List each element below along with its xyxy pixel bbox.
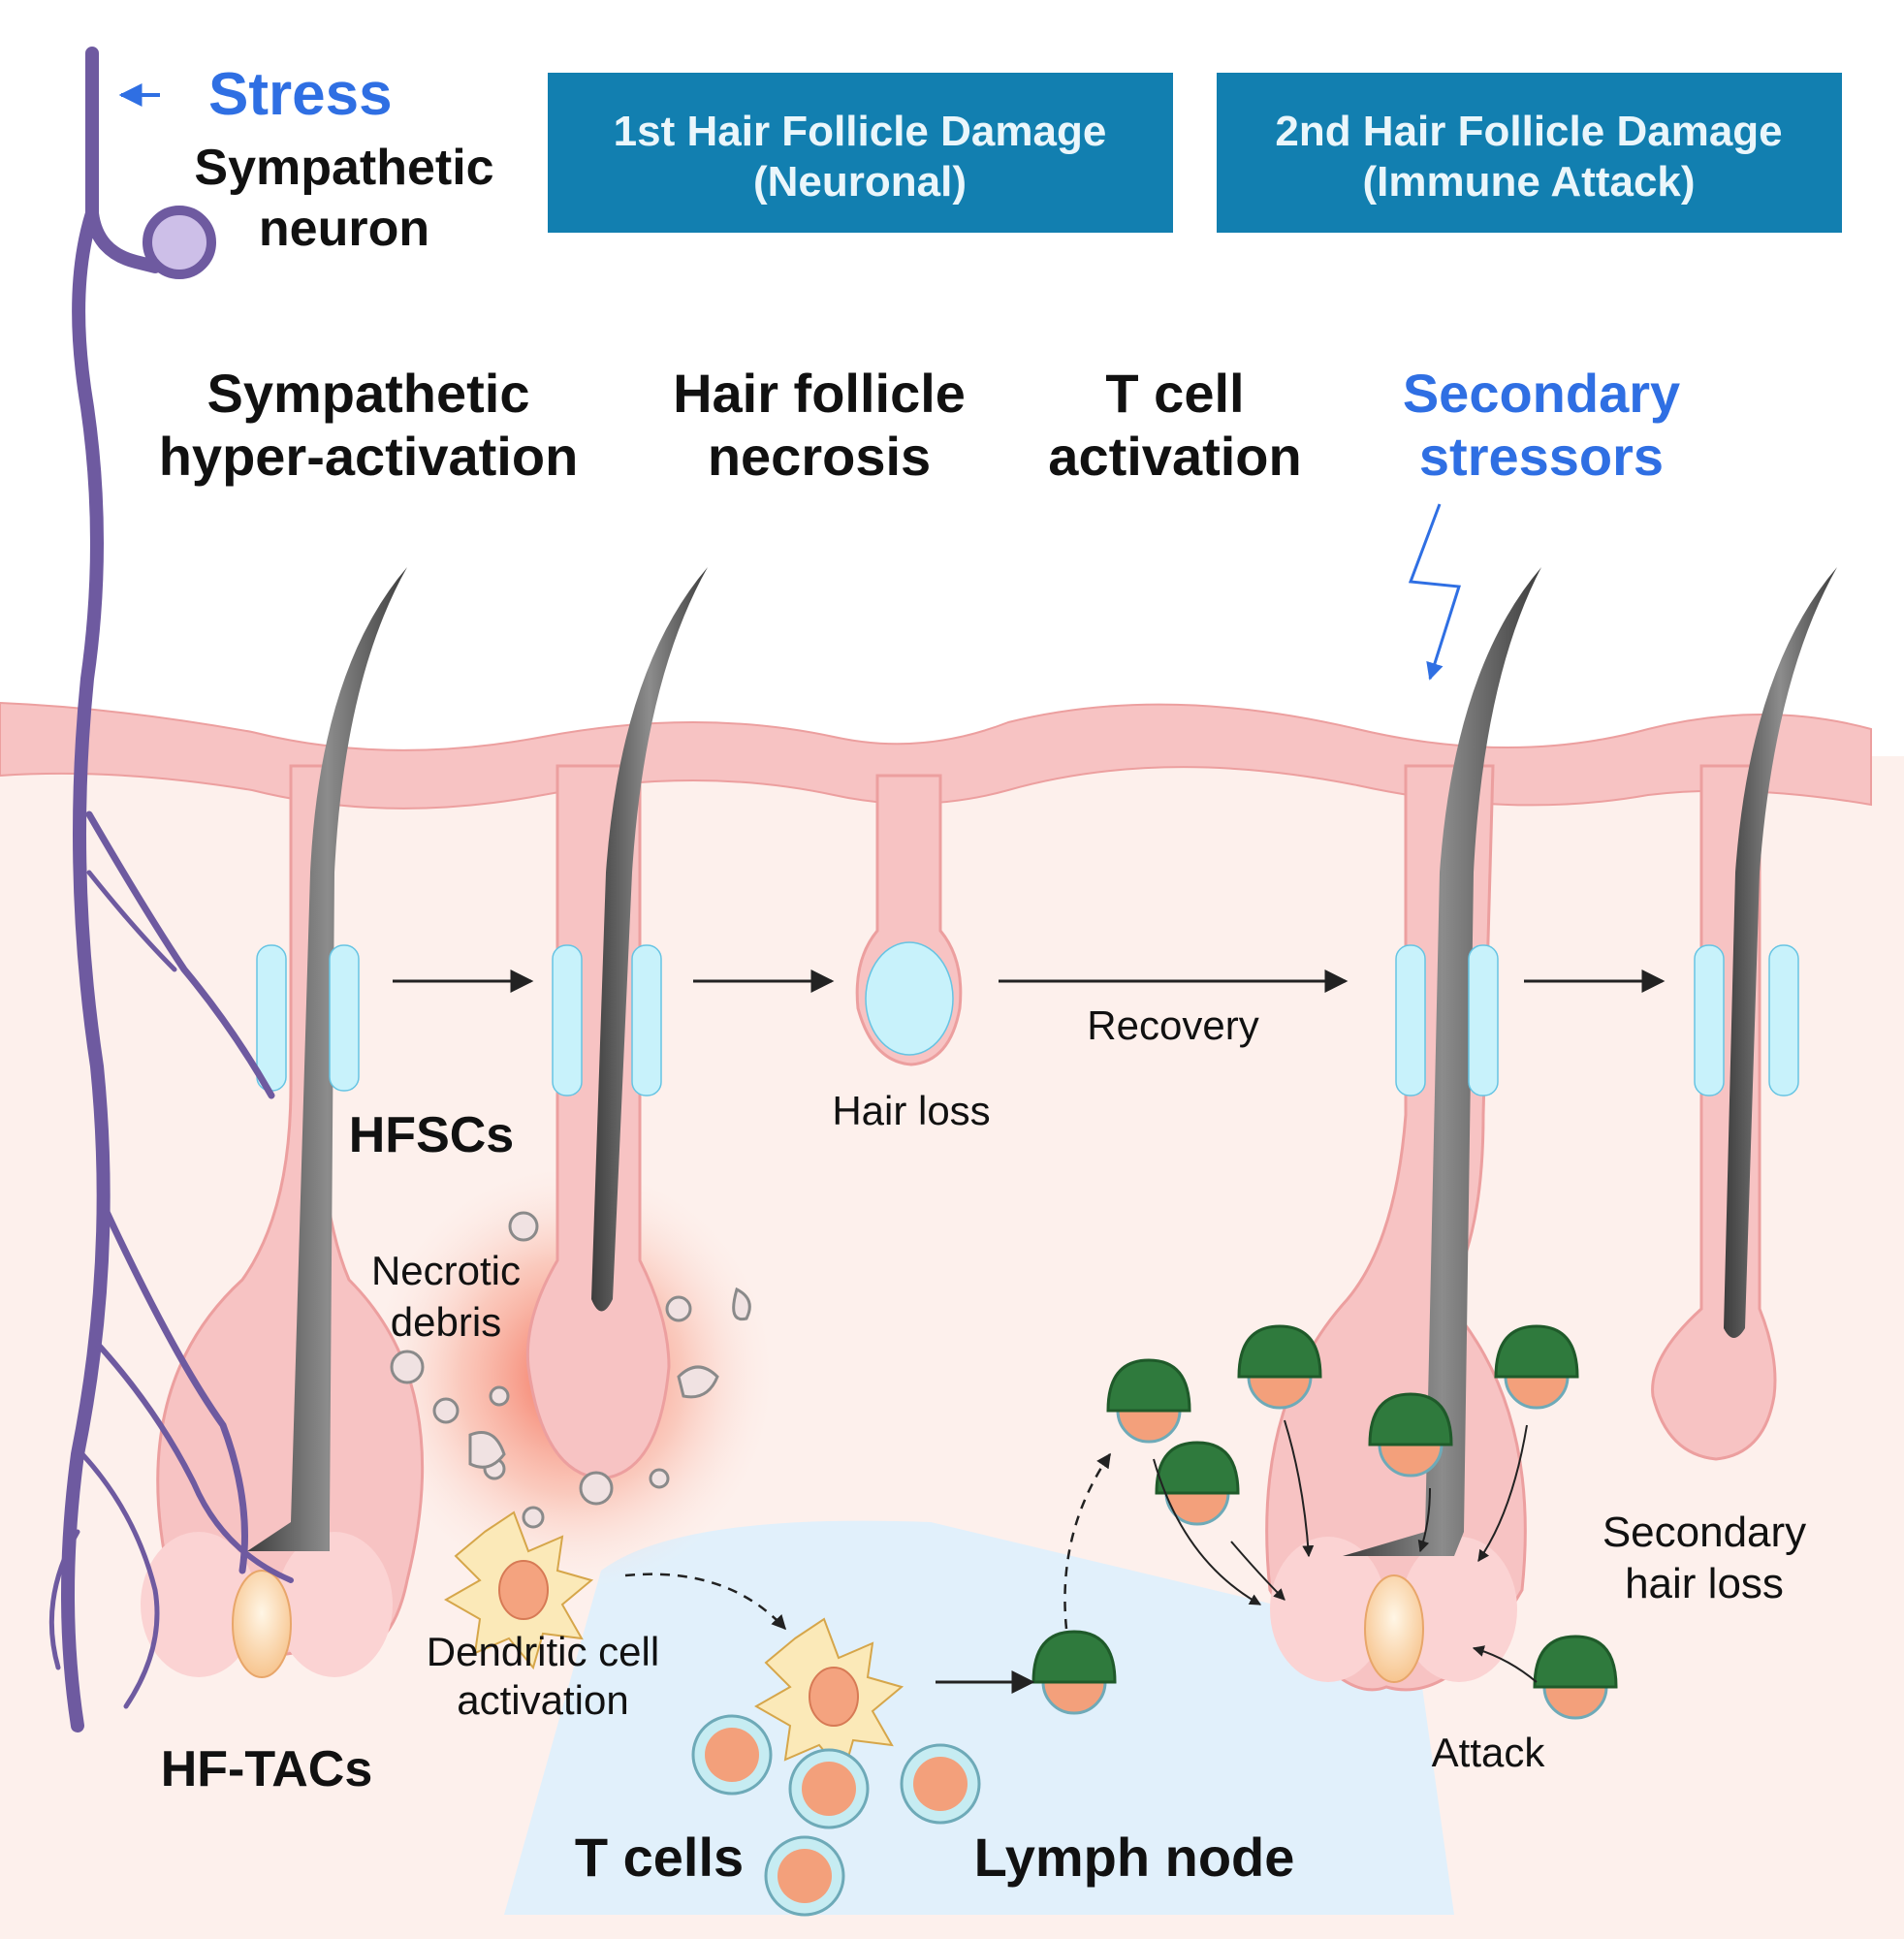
header-box-2 xyxy=(1217,73,1842,233)
hf-tacs-label: HF-TACs xyxy=(161,1741,373,1797)
hair-follicle-3 xyxy=(855,774,963,1066)
hair-follicle-4 xyxy=(1265,567,1541,1692)
dendritic-line1: Dendritic cell xyxy=(427,1629,659,1674)
header-box-2-line1: 2nd Hair Follicle Damage xyxy=(1275,108,1782,155)
stage-1-line1: Sympathetic xyxy=(207,363,530,424)
secondary-stressor-bolt xyxy=(1408,503,1461,681)
lymph-node-region xyxy=(504,1520,1454,1915)
secondary-hair-loss-line2: hair loss xyxy=(1625,1560,1784,1607)
attack-label: Attack xyxy=(1432,1730,1546,1775)
dendritic-line2: activation xyxy=(457,1677,628,1723)
necrotic-debris xyxy=(390,1211,751,1529)
stage-4-line2: stressors xyxy=(1419,426,1664,487)
secondary-hair-loss-line1: Secondary xyxy=(1603,1509,1806,1556)
stage-4-line1: Secondary xyxy=(1403,363,1680,424)
stage-3-line1: T cell xyxy=(1105,363,1244,424)
stress-label: Stress xyxy=(208,61,393,128)
header-box-1 xyxy=(548,73,1173,233)
recovery-label: Recovery xyxy=(1087,1002,1258,1048)
necrotic-debris-line2: debris xyxy=(391,1299,501,1345)
dendritic-cell-1 xyxy=(443,1510,594,1670)
t-cells-group xyxy=(691,1714,981,1917)
stage-2-line1: Hair follicle xyxy=(673,363,966,424)
sympathetic-neuron xyxy=(48,47,294,1732)
stage-3-line2: activation xyxy=(1048,426,1301,487)
header-box-2-line2: (Immune Attack) xyxy=(1362,158,1695,206)
t-cells-label: T cells xyxy=(575,1827,744,1888)
neuron-label-line2: neuron xyxy=(259,201,429,257)
arrows xyxy=(393,970,1666,1694)
activated-t-cells xyxy=(1031,1324,1618,1720)
stage-1-line2: hyper-activation xyxy=(159,426,579,487)
lymph-node-label: Lymph node xyxy=(974,1827,1295,1888)
necrotic-debris-line1: Necrotic xyxy=(371,1248,521,1293)
neuron-cell-body xyxy=(143,206,216,279)
hfscs-label: HFSCs xyxy=(349,1107,514,1163)
hair-follicle-2 xyxy=(525,567,708,1480)
dendritic-cell-2 xyxy=(753,1617,904,1777)
header-box-1-line1: 1st Hair Follicle Damage xyxy=(614,108,1107,155)
header-box-1-line2: (Neuronal) xyxy=(753,158,967,206)
hair-follicle-5 xyxy=(1651,567,1837,1461)
neuron-label-line1: Sympathetic xyxy=(194,140,493,196)
hair-loss-label: Hair loss xyxy=(832,1088,990,1133)
stage-2-line2: necrosis xyxy=(708,426,931,487)
